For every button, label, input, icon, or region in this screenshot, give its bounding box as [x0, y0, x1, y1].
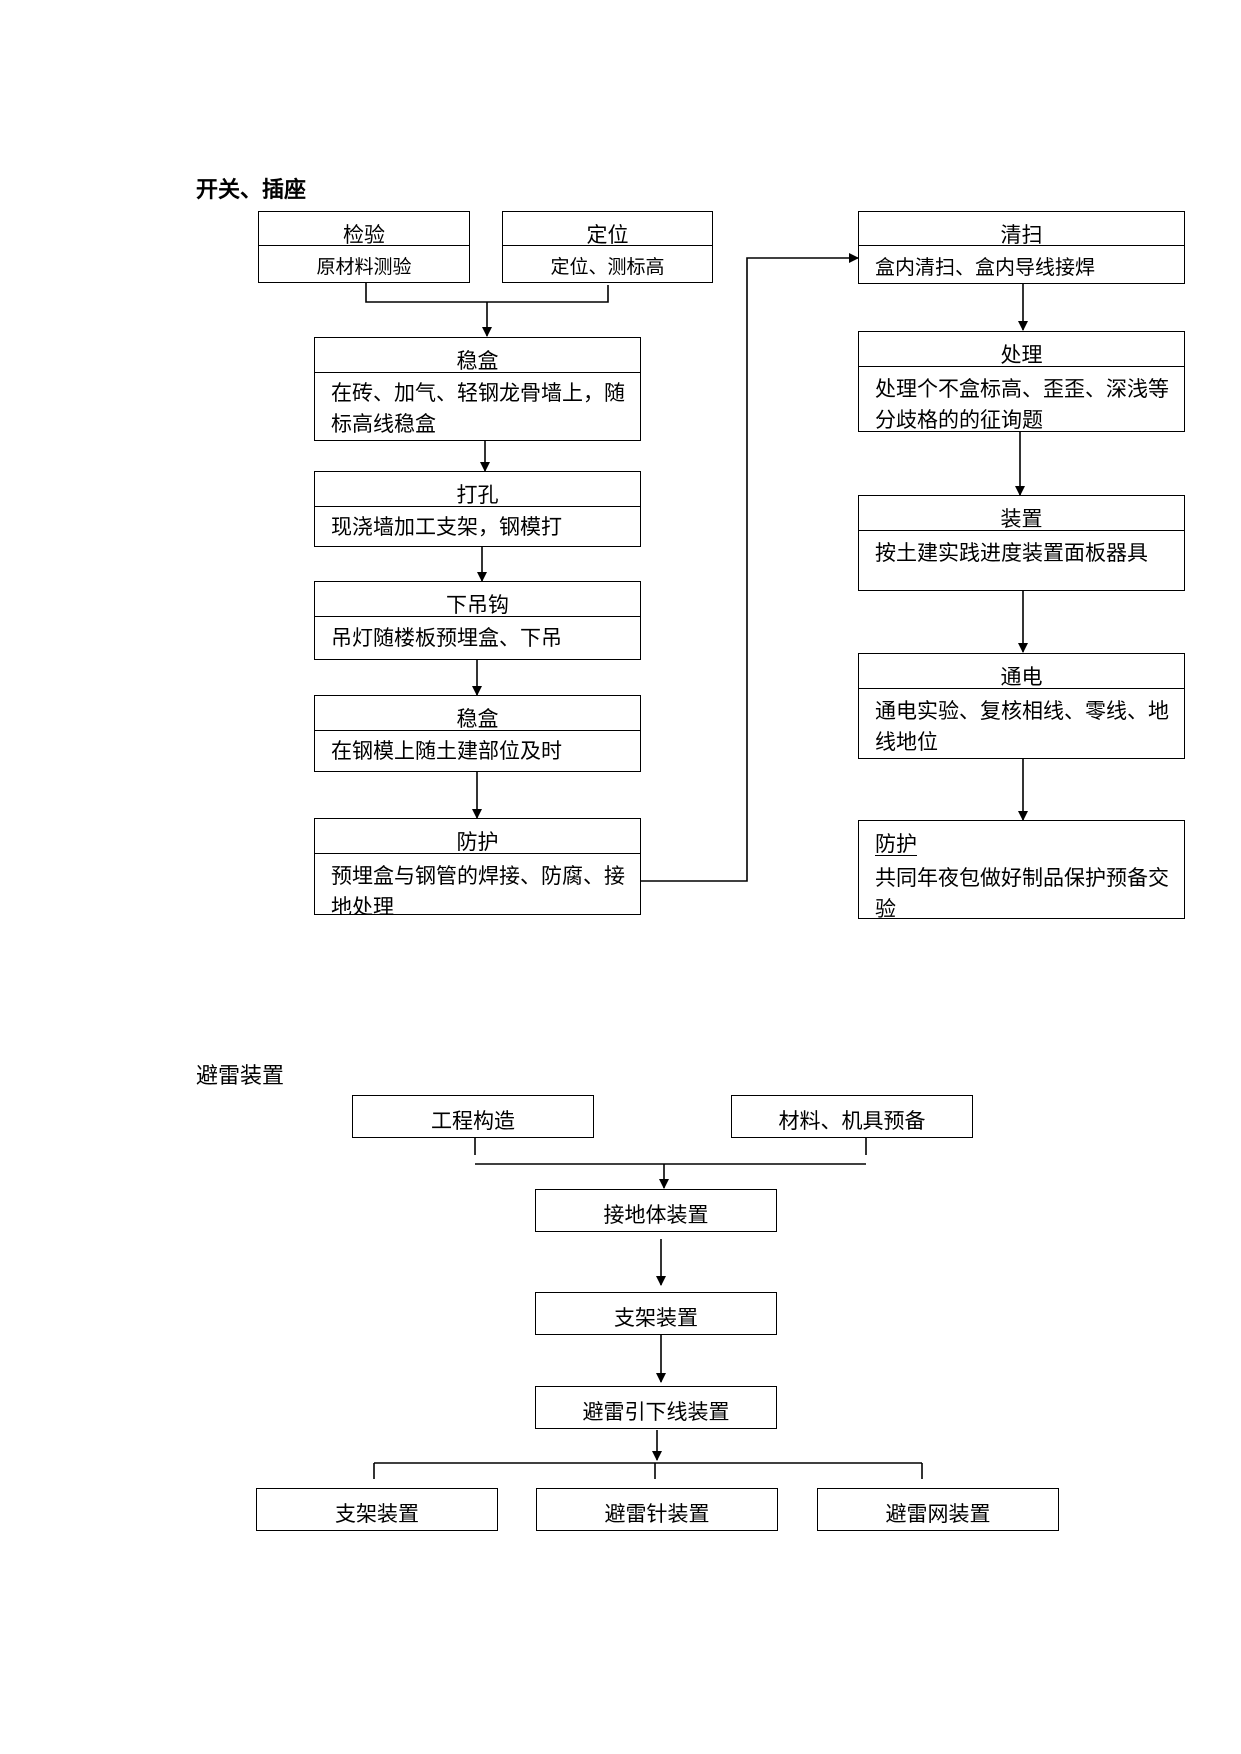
node-install: 装置 按土建实践进度装置面板器具	[858, 495, 1185, 591]
node-lightning-rod: 避雷针装置	[536, 1488, 778, 1531]
section2-heading: 避雷装置	[196, 1064, 285, 1089]
node-structure: 工程构造	[352, 1095, 594, 1138]
node-mount1-title: 稳盒	[315, 338, 640, 373]
node-bracket-final: 支架装置	[256, 1488, 498, 1531]
node-mount2-desc: 在钢模上随土建部位及时	[331, 739, 562, 763]
node-protect1-title: 防护	[315, 819, 640, 854]
node-protect2: 防护 共同年夜包做好制品保护预备交验	[858, 820, 1185, 919]
node-inspect-desc: 原材料测验	[316, 256, 412, 278]
node-hook-desc: 吊灯随楼板预埋盒、下吊	[331, 626, 562, 650]
node-protect1-desc: 预埋盒与钢管的焊接、防腐、接地处理	[331, 864, 625, 915]
node-inspect-title: 检验	[259, 212, 469, 246]
node-protect1: 防护 预埋盒与钢管的焊接、防腐、接地处理	[314, 818, 641, 915]
node-mount2: 稳盒 在钢模上随土建部位及时	[314, 695, 641, 772]
node-protect2-title: 防护	[875, 821, 917, 856]
section1-heading: 开关、插座	[196, 178, 307, 203]
node-mount1-desc: 在砖、加气、轻钢龙骨墙上，随标高线稳盒	[331, 381, 625, 436]
node-drill: 打孔 现浇墙加工支架，钢模打	[314, 471, 641, 547]
node-handle-desc: 处理个不盒标高、歪歪、深浅等分歧格的的征询题	[875, 377, 1169, 432]
node-protect2-desc: 共同年夜包做好制品保护预备交验	[875, 866, 1169, 919]
node-bracket: 支架装置	[535, 1292, 777, 1335]
node-power-desc: 通电实验、复核相线、零线、地线地位	[875, 699, 1169, 754]
node-install-desc: 按土建实践进度装置面板器具	[875, 541, 1148, 565]
node-position-desc: 定位、测标高	[550, 256, 665, 278]
node-hook-title: 下吊钩	[315, 582, 640, 617]
node-position-title: 定位	[503, 212, 712, 246]
node-downlead: 避雷引下线装置	[535, 1386, 777, 1429]
node-clean-title: 清扫	[859, 212, 1184, 246]
node-mount1: 稳盒 在砖、加气、轻钢龙骨墙上，随标高线稳盒	[314, 337, 641, 441]
node-materials: 材料、机具预备	[731, 1095, 973, 1138]
merge-line	[365, 282, 609, 303]
node-clean: 清扫 盒内清扫、盒内导线接焊	[858, 211, 1185, 284]
node-drill-title: 打孔	[315, 472, 640, 507]
node-power: 通电 通电实验、复核相线、零线、地线地位	[858, 653, 1185, 759]
node-clean-desc: 盒内清扫、盒内导线接焊	[875, 255, 1095, 279]
node-position: 定位 定位、测标高	[502, 211, 713, 283]
node-hook: 下吊钩 吊灯随楼板预埋盒、下吊	[314, 581, 641, 660]
node-power-title: 通电	[859, 654, 1184, 689]
node-grounding: 接地体装置	[535, 1189, 777, 1232]
node-handle-title: 处理	[859, 332, 1184, 367]
arrow-to-clean	[641, 253, 859, 882]
node-install-title: 装置	[859, 496, 1184, 531]
node-mount2-title: 稳盒	[315, 696, 640, 731]
node-inspect: 检验 原材料测验	[258, 211, 470, 283]
node-lightning-net: 避雷网装置	[817, 1488, 1059, 1531]
node-drill-desc: 现浇墙加工支架，钢模打	[331, 515, 562, 539]
node-handle: 处理 处理个不盒标高、歪歪、深浅等分歧格的的征询题	[858, 331, 1185, 432]
